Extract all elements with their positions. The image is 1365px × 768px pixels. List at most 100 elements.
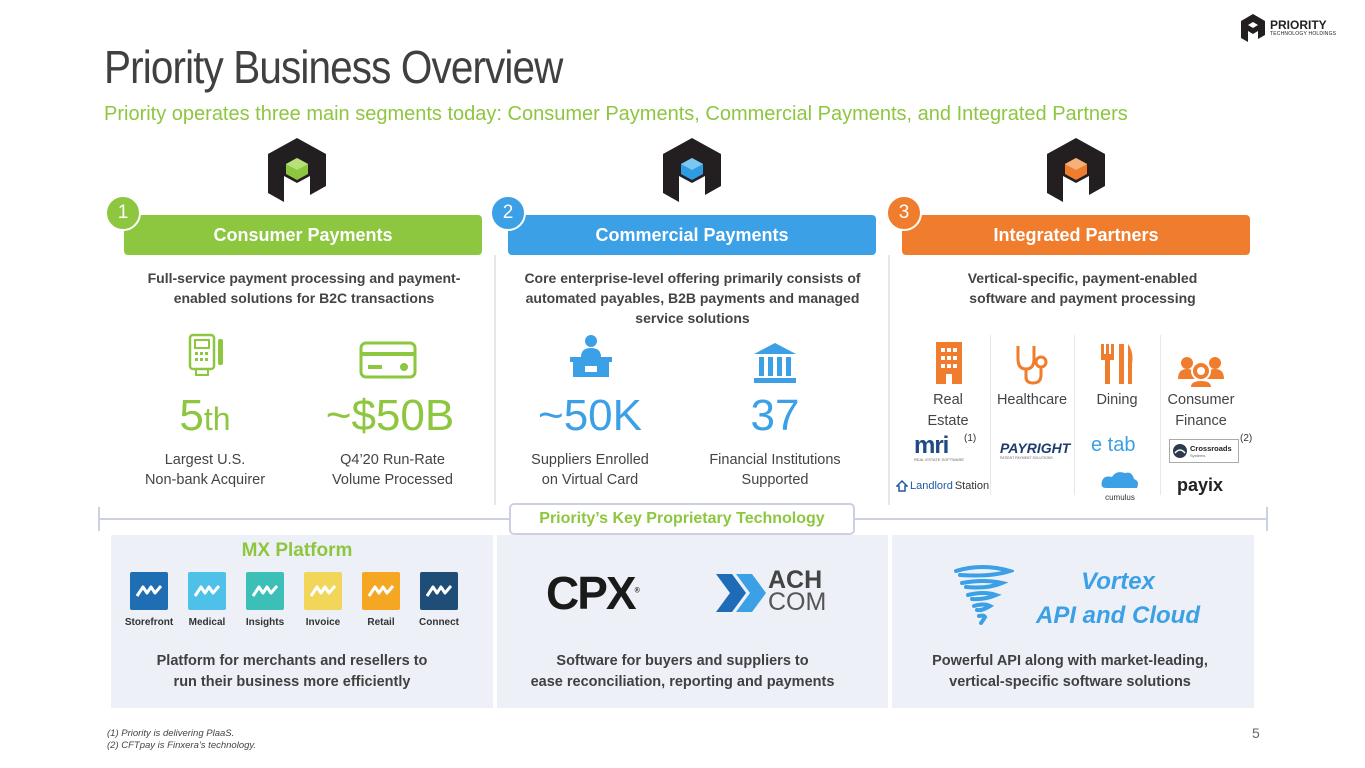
page-title: Priority Business Overview — [104, 41, 563, 93]
pos-terminal-icon — [188, 333, 223, 376]
stat-label: Suppliers Enrolled on Virtual Card — [510, 450, 670, 490]
footnote-marker: (2) — [1240, 433, 1253, 444]
building-icon — [936, 342, 962, 384]
desc-line: Software for buyers and suppliers to — [556, 653, 809, 669]
vertical-label-dining: Dining — [1096, 392, 1138, 408]
brand-sub: TECHNOLOGY HOLDINGS — [1270, 31, 1337, 37]
payix-logo: payix — [1177, 475, 1224, 495]
stat-value-volume: ~$50B — [325, 391, 455, 440]
stat-label-line: Suppliers Enrolled — [531, 452, 649, 468]
etab-logo: e tab — [1091, 434, 1135, 457]
crossroads-tagline: Systems — [1190, 453, 1206, 458]
footnote: (2) CFTpay is Finxera’s technology. — [107, 740, 257, 751]
landlord-wordmark: Landlord — [910, 480, 953, 492]
cloud-icon — [1101, 472, 1138, 488]
mx-product-label: Connect — [419, 617, 459, 628]
segment-bar-commercial: Commercial Payments — [508, 215, 876, 255]
segment-label: Integrated Partners — [993, 224, 1159, 245]
mx-tile-icon — [246, 572, 284, 610]
stat-label-line: Financial Institutions — [709, 452, 841, 468]
cpx-logo: CPX® — [546, 567, 640, 619]
mx-products: Storefront Medical Insights Invoice Retail Co… — [120, 572, 468, 628]
commercial-logo-icon — [663, 138, 721, 202]
vertical-divider — [1160, 335, 1161, 495]
cumulus-wordmark: cumulus — [1105, 493, 1135, 502]
mri-tagline: REAL ESTATE SOFTWARE — [914, 457, 965, 462]
segment-description: Full-service payment processing and paym… — [147, 270, 461, 306]
mri-wordmark: mri — [914, 432, 949, 459]
mx-title: MX Platform — [241, 540, 353, 561]
footnotes: (1) Priority is delivering PlaaS.(2) CFT… — [107, 728, 256, 752]
bracket-tick — [98, 507, 100, 531]
station-wordmark: Station — [954, 480, 990, 492]
page-subtitle: Priority operates three main segments to… — [104, 103, 1128, 125]
achcom-logo: ACH COM — [768, 566, 827, 616]
stat-number: 5 — [179, 391, 204, 440]
cpx-panel — [497, 535, 888, 708]
vortex-line: Vortex — [1081, 568, 1155, 595]
page-number: 5 — [1252, 725, 1260, 741]
vertical-divider — [1074, 335, 1075, 495]
tech-banner: Priority’s Key Proprietary Technology — [509, 503, 855, 535]
mx-product-item: Insights — [236, 572, 294, 628]
vertical-label-line: Finance — [1175, 413, 1227, 429]
stat-value-suppliers: ~50K — [538, 391, 642, 440]
mx-panel — [111, 535, 493, 708]
payright-wordmark: PAYRIGHT — [1000, 440, 1071, 456]
desc-line: Powerful API along with market-leading, — [932, 653, 1208, 669]
bracket-tick — [1266, 507, 1268, 531]
bank-icon — [754, 343, 796, 383]
ach-wordmark: ACH — [768, 566, 823, 594]
house-icon — [896, 480, 908, 492]
mx-tile-icon — [130, 572, 168, 610]
people-icon — [1178, 357, 1224, 387]
segment-bar-consumer: Consumer Payments — [124, 215, 482, 255]
vertical-label-line: Real — [933, 392, 963, 408]
crossroads-mark-icon — [1173, 444, 1187, 458]
stat-label-line: Volume Processed — [332, 472, 453, 488]
mx-tile-icon — [188, 572, 226, 610]
stat-suffix: th — [203, 401, 231, 437]
tornado-icon — [954, 565, 1014, 625]
stat-label-line: on Virtual Card — [541, 472, 639, 488]
utensils-icon — [1101, 344, 1133, 384]
mx-product-item: Retail — [352, 572, 410, 628]
mri-logo: mri REAL ESTATE SOFTWARE — [914, 432, 964, 462]
vertical-label-healthcare: Healthcare — [996, 392, 1068, 408]
mx-tile-icon — [362, 572, 400, 610]
cumulus-logo: cumulus — [1100, 470, 1140, 502]
ach-chevron-icon — [716, 574, 766, 612]
vortex-description: Powerful API along with market-leading, v… — [905, 651, 1235, 693]
com-wordmark: COM — [768, 588, 827, 616]
payright-logo: PAYRIGHT PATIENT PAYMENT SOLUTIONS — [1000, 440, 1070, 460]
segment-label: Commercial Payments — [595, 224, 789, 245]
stat-label-line: Q4’20 Run-Rate — [340, 452, 445, 468]
mx-product-label: Insights — [245, 617, 285, 628]
payright-tagline: PATIENT PAYMENT SOLUTIONS — [1000, 456, 1053, 460]
segment-description: Vertical-specific, payment-enabled softw… — [967, 270, 1198, 306]
stat-label-line: Supported — [741, 472, 809, 488]
mx-product-label: Invoice — [305, 617, 341, 628]
cpx-description: Software for buyers and suppliers to ease… — [510, 651, 855, 693]
segment-number: 1 — [105, 195, 141, 231]
mx-product-label: Storefront — [124, 617, 174, 628]
cpx-wordmark: CPX — [546, 567, 637, 619]
segment-bar-integrated: Integrated Partners — [902, 215, 1250, 255]
mx-tile-icon — [420, 572, 458, 610]
stat-label: Largest U.S.Non-bank Acquirer — [120, 450, 290, 490]
desc-line: ease reconciliation, reporting and payme… — [530, 674, 835, 690]
vertical-divider — [990, 335, 991, 495]
credit-card-icon — [359, 341, 417, 379]
column-divider — [494, 255, 496, 505]
desc-line: vertical-specific software solutions — [949, 674, 1191, 690]
stat-value-rank: 5th — [130, 392, 280, 443]
segment-number: 3 — [886, 195, 922, 231]
mx-product-label: Medical — [188, 617, 226, 628]
mx-product-label: Retail — [367, 617, 395, 628]
brand-name: PRIORITY — [1270, 18, 1327, 32]
mx-tile-icon — [304, 572, 342, 610]
